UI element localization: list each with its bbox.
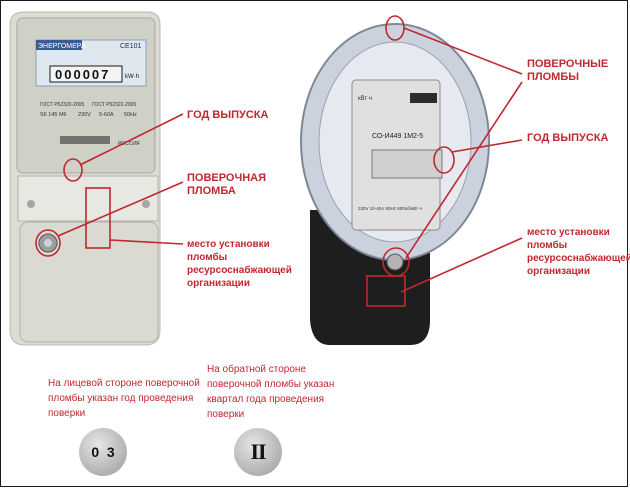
seal-back-quarter-text: II [250,439,266,464]
caption-right-4: поверки [207,409,245,420]
label-right-place-1: место установки [527,227,610,238]
meter-country: РОССИЯ [118,141,140,147]
label-right-seals-2: ПЛОМБЫ [527,71,580,83]
caption-right-3: квартал года проведения [207,394,325,405]
gost-right: ГОСТ Р52322-2005 [92,102,136,108]
meter-unit: kW·h [125,74,139,80]
seal-back-quarter: II [234,428,282,476]
meter-brand: ЭНЕРГОМЕРА [38,43,86,50]
year-mark-circle [63,158,83,182]
label-left-place-4: организации [187,278,250,289]
meter-spec-2: 230V [78,112,91,118]
label-right-place-2: пломбы [527,240,568,251]
caption-left-1: На лицевой стороне поверочной [48,378,200,389]
meter-reading: 000007 [55,67,110,82]
meter-spec-4: 50Hz [124,112,137,118]
meter-model: СЕ101 [120,43,142,50]
supplier-seal-area-box [85,187,111,249]
right-year-circle [433,146,455,174]
seal-front-year: 0 3 [79,428,127,476]
caption-right-2: поверочной пломбы указан [207,379,335,390]
right-model: СО-И449 1М2-5 [372,133,423,140]
label-right-place-3: ресурсоснабжающей [527,253,630,264]
verification-seal-circle [35,229,61,257]
label-left-place-2: пломбы [187,252,228,263]
right-electricity-meter: кВт·ч СО-И449 1М2-5 230V 10-40А 50Hz 800… [300,15,523,345]
label-right-seals-1: ПОВЕРОЧНЫЕ [527,58,609,70]
left-electricity-meter: ЭНЕРГОМЕРА СЕ101 000007 kW·h ГОСТ Р52320… [9,11,184,346]
caption-right-1: На обратной стороне [207,364,307,375]
right-spec: 230V 10-40А 50Hz 800об/кВт·ч [358,206,422,211]
label-left-place-3: ресурсоснабжающей [187,265,292,276]
seal-front-year-text: 0 3 [91,444,115,460]
label-left-place-1: место установки [187,239,270,250]
meter-spec-1: S6 145 М6 [40,112,67,118]
label-right-place-4: организации [527,266,590,277]
label-right-year: ГОД ВЫПУСКА [527,132,609,144]
label-left-seal-2: ПЛОМБА [187,185,236,197]
gost-left: ГОСТ Р52320-2005 [40,102,84,108]
right-kwh: кВт·ч [358,96,372,102]
right-bottom-seal-circle [382,247,410,277]
label-left-year: ГОД ВЫПУСКА [187,109,269,121]
label-left-seal-1: ПОВЕРОЧНАЯ [187,172,267,184]
caption-left-3: поверки [48,408,86,419]
meter-spec-3: 5-60А [99,112,114,118]
caption-left-2: пломбы указан год проведения [48,393,194,404]
barcode [60,136,110,144]
